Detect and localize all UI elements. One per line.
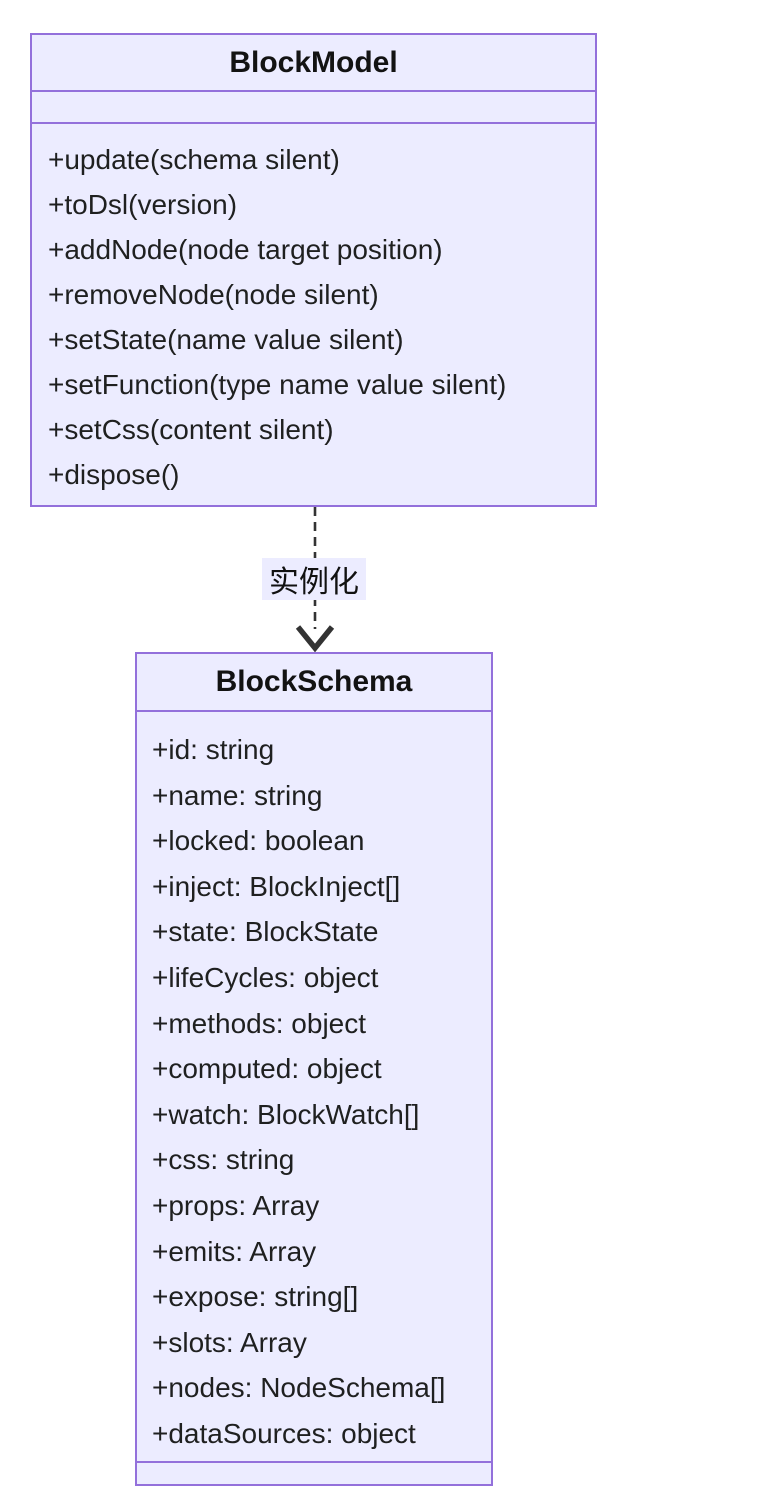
class-member: +id: string: [152, 734, 275, 765]
class-member: +setState(name value silent): [48, 324, 404, 355]
class-member: +removeNode(node silent): [48, 279, 379, 310]
blockschema-attributes-section: +id: string +name: string +locked: boolean…: [137, 712, 491, 1463]
class-member: +dataSources: object: [152, 1417, 416, 1449]
class-member: +update(schema silent): [48, 144, 340, 175]
class-member: +props: Array: [152, 1189, 320, 1221]
class-member: +emits: Array: [152, 1235, 317, 1267]
class-member: +watch: BlockWatch[]: [152, 1098, 420, 1130]
class-member: +slots: Array: [152, 1326, 307, 1358]
class-member: +addNode(node target position): [48, 234, 443, 265]
class-member: +methods: object: [152, 1007, 367, 1039]
blockschema-methods-section: [137, 1463, 491, 1484]
class-member: +locked: boolean: [152, 825, 365, 857]
class-member: +css: string: [152, 1144, 295, 1176]
class-member: +inject: BlockInject[]: [152, 870, 401, 902]
class-member: +setFunction(type name value silent): [48, 369, 507, 400]
class-title-blockmodel: BlockModel: [32, 35, 595, 92]
class-member: +toDsl(version): [48, 189, 238, 220]
class-member: +setCss(content silent): [48, 414, 334, 445]
class-member: +nodes: NodeSchema[]: [152, 1372, 446, 1404]
class-member: +lifeCycles: object: [152, 961, 379, 993]
class-member: +dispose(): [48, 459, 180, 490]
class-member: +state: BlockState: [152, 916, 379, 948]
blockmodel-attributes-section: [32, 92, 595, 124]
blockmodel-methods-section: +update(schema silent) +toDsl(version) +ad…: [32, 124, 595, 507]
class-member: +expose: string[]: [152, 1281, 359, 1313]
class-title-blockschema: BlockSchema: [137, 654, 491, 712]
class-node-blockmodel: BlockModel +update(schema silent) +toDsl(…: [30, 33, 597, 507]
class-node-blockschema: BlockSchema +id: string +name: string +loc…: [135, 652, 493, 1486]
class-member: +name: string: [152, 779, 323, 811]
class-member: +computed: object: [152, 1053, 382, 1085]
instantiation-edge-label: 实例化: [262, 558, 366, 600]
